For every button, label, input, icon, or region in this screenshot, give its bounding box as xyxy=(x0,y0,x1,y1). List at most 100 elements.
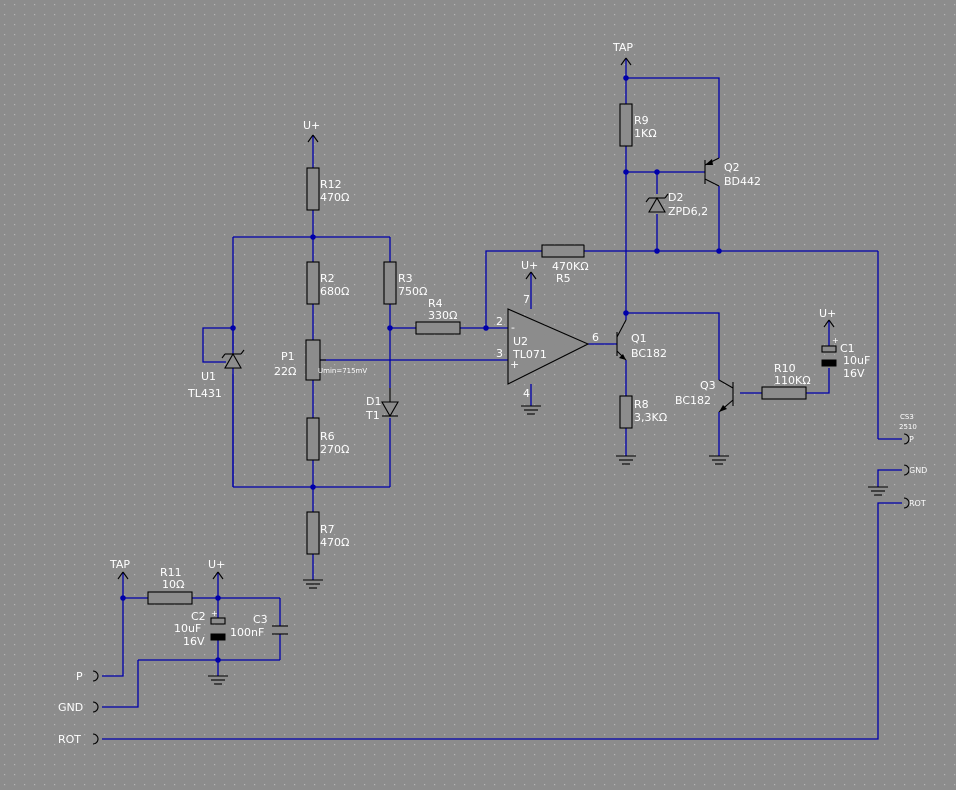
port-rot: ROT xyxy=(58,733,99,746)
u-plus-label: U+ xyxy=(819,307,836,320)
u2-value: TL071 xyxy=(512,348,547,361)
c2-ref: C2 xyxy=(191,610,206,623)
r10-value: 110KΩ xyxy=(774,374,811,387)
r12-value: 470Ω xyxy=(320,191,349,204)
p1-ref: P1 xyxy=(281,350,295,363)
resistor-r2: R2 680Ω xyxy=(306,261,349,305)
tap-symbol-supply: TAP xyxy=(109,558,130,580)
svg-text:+: + xyxy=(832,336,839,345)
zener-d2: D2 ZPD6,2 xyxy=(645,191,708,218)
r12-ref: R12 xyxy=(320,178,342,191)
resistor-r7: R7 470Ω xyxy=(306,511,349,555)
q1-ref: Q1 xyxy=(631,332,647,345)
ground-symbols xyxy=(208,405,888,685)
cs3-pin-p: P xyxy=(909,435,914,444)
p1-value: 22Ω xyxy=(274,365,296,378)
connector-cs3: CS3 2510 P GND ROT xyxy=(899,413,927,509)
r5-ref: R5 xyxy=(556,272,571,285)
cs3-part: 2510 xyxy=(899,423,917,431)
u-plus-label: U+ xyxy=(208,558,225,571)
c2-voltage: 16V xyxy=(183,635,205,648)
u2-pin-vplus: 7 xyxy=(523,293,530,306)
c2-value: 10uF xyxy=(174,622,201,635)
ground-supply xyxy=(208,675,228,685)
r8-value: 3,3KΩ xyxy=(634,411,667,424)
resistor-r9: R9 1KΩ xyxy=(619,103,657,147)
u-plus-symbol-supply: U+ xyxy=(208,558,225,580)
cs3-ref: CS3 xyxy=(900,413,914,421)
r2-ref: R2 xyxy=(320,272,335,285)
d2-ref: D2 xyxy=(668,191,683,204)
r11-value: 10Ω xyxy=(162,578,184,591)
ground-q3 xyxy=(709,455,729,465)
resistor-r8: R8 3,3KΩ xyxy=(619,395,667,429)
resistor-r6: R6 270Ω xyxy=(306,417,349,461)
ground-connector xyxy=(868,486,888,496)
r3-ref: R3 xyxy=(398,272,413,285)
r5-value: 470KΩ xyxy=(552,260,589,273)
u2-plus: + xyxy=(510,358,519,371)
r11-ref: R11 xyxy=(160,566,182,579)
reference-u1: U1 TL431 xyxy=(187,349,245,400)
tap-label: TAP xyxy=(109,558,130,571)
opamp-u2: - + U2 TL071 2 3 6 7 4 xyxy=(496,293,599,400)
u-plus-symbol-r12: U+ xyxy=(303,119,320,143)
tap-symbol-top: TAP xyxy=(612,41,633,66)
resistor-r3: R3 750Ω xyxy=(383,261,427,305)
transistor-q2: Q2 BD442 xyxy=(704,157,761,188)
r3-value: 750Ω xyxy=(398,285,427,298)
cs3-pin-rot: ROT xyxy=(909,499,926,508)
r7-value: 470Ω xyxy=(320,536,349,549)
svg-text:+: + xyxy=(211,609,218,618)
u-plus-label: U+ xyxy=(521,259,538,272)
resistor-r10: R10 110KΩ xyxy=(761,362,811,400)
diode-d1: D1 T1 xyxy=(365,388,399,422)
u2-pin-out: 6 xyxy=(592,331,599,344)
port-gnd: GND xyxy=(58,701,99,714)
cs3-pin-gnd: GND xyxy=(909,466,927,475)
port-p-label: P xyxy=(76,670,83,683)
c1-ref: C1 xyxy=(840,342,855,355)
c3-ref: C3 xyxy=(253,613,268,626)
d1-ref: D1 xyxy=(366,395,381,408)
ground-r7 xyxy=(303,579,323,589)
d1-value: T1 xyxy=(365,409,380,422)
r4-value: 330Ω xyxy=(428,309,457,322)
resistor-r12: R12 470Ω xyxy=(306,167,349,211)
port-rot-label: ROT xyxy=(58,733,81,746)
resistor-r11: R11 10Ω xyxy=(147,566,193,605)
u-plus-label: U+ xyxy=(303,119,320,132)
transistor-q1: Q1 BC182 xyxy=(616,319,667,361)
c1-voltage: 16V xyxy=(843,367,865,380)
q2-ref: Q2 xyxy=(724,161,740,174)
r2-value: 680Ω xyxy=(320,285,349,298)
r7-ref: R7 xyxy=(320,523,335,536)
capacitor-c2: + C2 10uF 16V xyxy=(174,609,226,648)
r9-value: 1KΩ xyxy=(634,127,657,140)
r4-ref: R4 xyxy=(428,297,443,310)
u-plus-symbol-opamp: U+ xyxy=(521,259,538,280)
u2-pin-noninv: 3 xyxy=(496,347,503,360)
ground-r8 xyxy=(616,455,636,465)
r6-value: 270Ω xyxy=(320,443,349,456)
q1-value: BC182 xyxy=(631,347,667,360)
resistor-r5: 470KΩ R5 xyxy=(541,244,589,285)
capacitor-c3: C3 100nF xyxy=(230,613,288,639)
u2-pin-inv: 2 xyxy=(496,315,503,328)
potentiometer-p1: P1 22Ω Umin=715mV xyxy=(274,339,367,381)
junction-dots xyxy=(120,75,722,663)
transistor-q3: Q3 BC182 xyxy=(675,379,734,413)
capacitor-c1: + C1 10uF 16V xyxy=(821,336,870,380)
q2-value: BD442 xyxy=(724,175,761,188)
u1-value: TL431 xyxy=(187,387,222,400)
p1-note: Umin=715mV xyxy=(318,367,367,375)
r8-ref: R8 xyxy=(634,398,649,411)
u2-ref: U2 xyxy=(513,335,528,348)
r6-ref: R6 xyxy=(320,430,335,443)
u2-minus: - xyxy=(511,321,515,334)
u1-ref: U1 xyxy=(201,370,216,383)
u2-pin-vminus: 4 xyxy=(523,387,530,400)
d2-value: ZPD6,2 xyxy=(668,205,708,218)
c1-value: 10uF xyxy=(843,354,870,367)
port-p: P xyxy=(76,670,99,683)
